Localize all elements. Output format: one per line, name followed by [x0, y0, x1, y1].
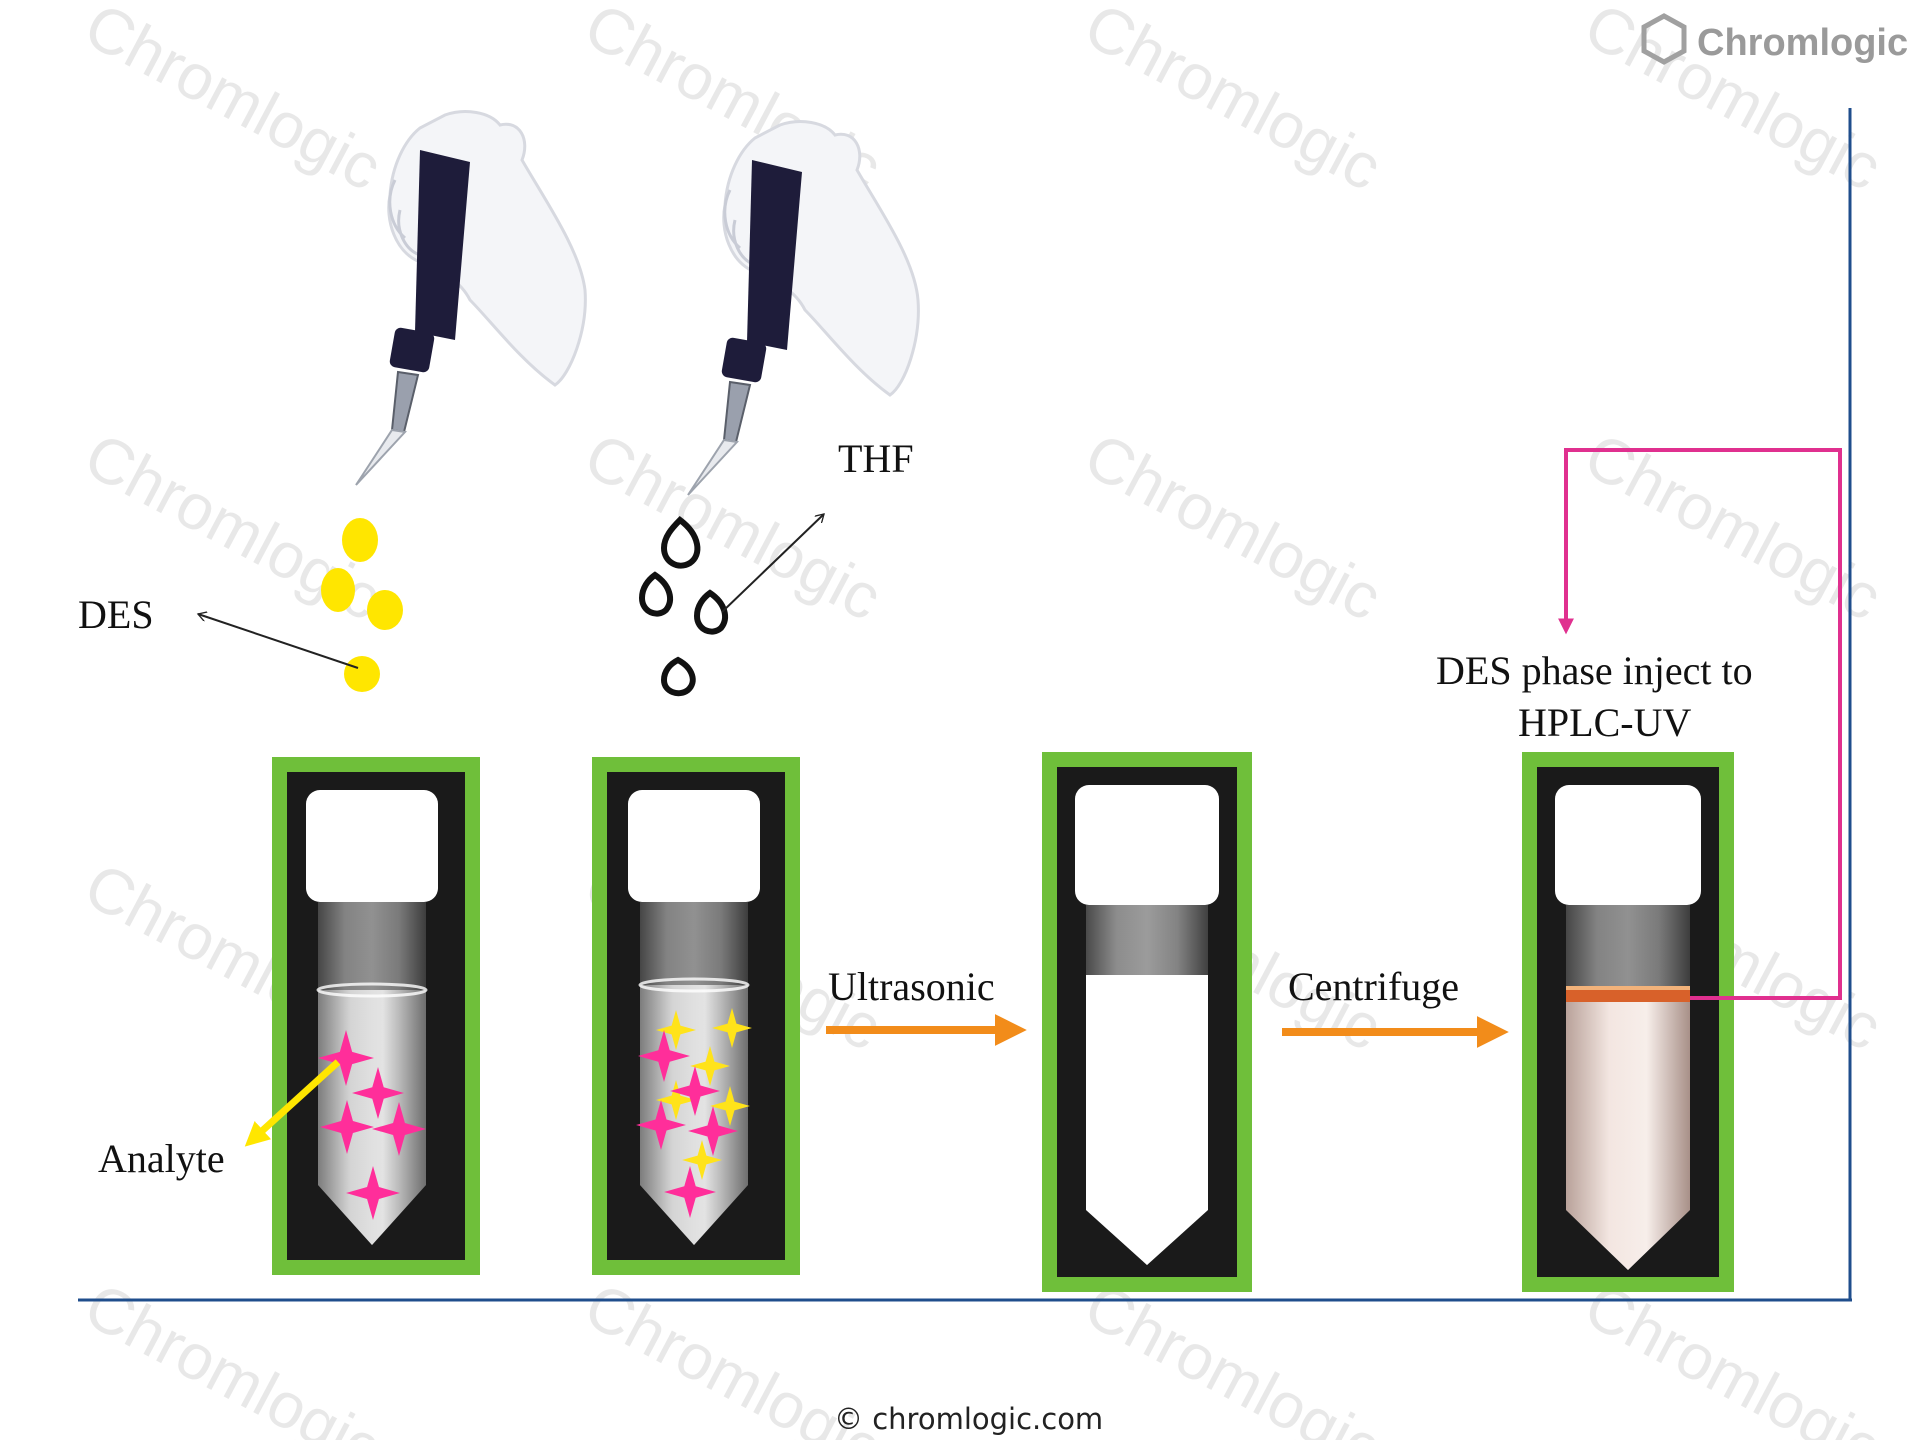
outline-drop [660, 656, 696, 697]
tube-sample [272, 757, 480, 1275]
pipette-thf [687, 120, 920, 496]
pipette-shaft [390, 370, 420, 434]
outline-drop [660, 516, 701, 569]
des-pointer-arrow [198, 614, 359, 669]
des-drops [321, 518, 403, 692]
thf-label: THF [838, 436, 914, 481]
pipette-tip [355, 428, 408, 486]
tube-cap [1075, 785, 1219, 905]
analyte-label: Analyte [98, 1136, 225, 1181]
des-phase-highlight [1566, 986, 1690, 990]
pipette-collar [721, 337, 767, 383]
watermark-text: Chromlogic [73, 0, 393, 204]
watermark-text: Chromlogic [1073, 419, 1393, 635]
tube-cap [306, 790, 438, 902]
pipette-des [355, 110, 587, 486]
copyright-footer: © chromlogic.com [834, 1402, 1103, 1436]
ultrasonic-label: Ultrasonic [828, 964, 995, 1009]
pipette-tip [687, 438, 740, 496]
pipette-handle [415, 150, 470, 340]
pipette-shaft [722, 380, 752, 444]
liquid-meniscus [316, 982, 428, 998]
des-phase-band [1566, 990, 1690, 1002]
thf-pointer-arrow [721, 514, 824, 613]
brand-name: Chromlogic [1697, 22, 1908, 64]
liquid-meniscus [638, 977, 750, 993]
inject-loop-arrow [1558, 448, 1842, 1000]
yellow-drop [367, 590, 403, 630]
centrifuge-label: Centrifuge [1288, 964, 1459, 1009]
yellow-drop [344, 656, 380, 692]
hexagon-logo-icon [1641, 13, 1687, 65]
glove-fingers [388, 179, 421, 257]
outline-drop [638, 571, 673, 617]
tube-cap [1555, 785, 1701, 905]
yellow-drop [342, 518, 378, 562]
inject-label-line2: HPLC-UV [1518, 700, 1691, 745]
analyte-pointer-arrow [244, 1059, 341, 1147]
tube-liquid-cloudy [1086, 975, 1208, 1265]
pipette-collar [389, 327, 435, 373]
watermark-text: Chromlogic [73, 1269, 393, 1440]
watermark-text: Chromlogic [1073, 1269, 1393, 1440]
tube-liquid [1566, 1000, 1690, 1270]
tube-cap [628, 790, 760, 902]
watermark-text: Chromlogic [1073, 0, 1393, 204]
tube-with-des-thf [592, 757, 800, 1275]
tube-cloudy [1042, 752, 1252, 1292]
pipette-handle [747, 160, 802, 350]
watermark-text: Chromlogic [1573, 1269, 1893, 1440]
tube-separated [1522, 752, 1734, 1292]
brand-logo: Chromlogic [1641, 13, 1908, 65]
outline-drop [693, 589, 728, 635]
des-label: DES [78, 592, 154, 637]
inject-label-line1: DES phase inject to [1436, 648, 1753, 693]
yellow-drop [321, 568, 355, 612]
